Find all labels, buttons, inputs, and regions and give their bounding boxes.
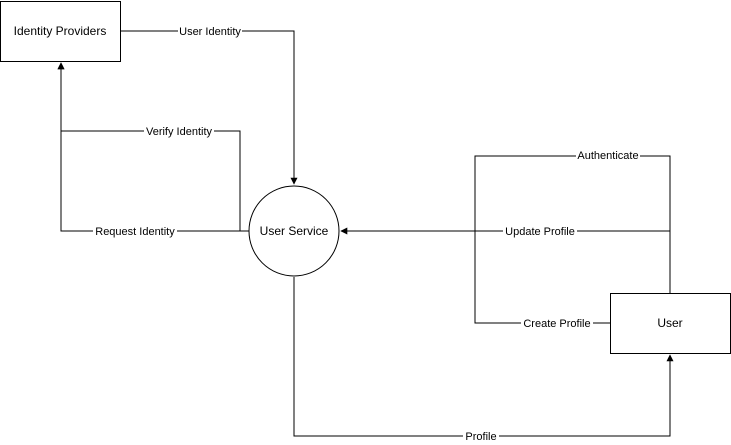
node-user-service-circle[interactable] — [248, 185, 340, 277]
edge-label-bg — [178, 24, 242, 38]
edge-label-update-profile: Update Profile — [505, 226, 575, 238]
edge-label-bg — [521, 316, 593, 330]
edge-update-profile-line — [340, 227, 671, 293]
edge-request-identity-line — [57, 62, 249, 232]
edge-authenticate: Authenticate — [474, 149, 671, 293]
edge-label-bg — [93, 224, 177, 238]
edge-authenticate-line — [474, 155, 671, 293]
edge-label-authenticate: Authenticate — [577, 150, 638, 162]
edge-user-identity: User Identity — [120, 24, 298, 185]
edge-profile: Profile — [293, 277, 674, 443]
edge-verify-identity-line — [57, 62, 241, 231]
edge-label-bg — [463, 429, 499, 443]
edge-label-profile: Profile — [465, 431, 496, 443]
edge-label-verify-identity: Verify Identity — [146, 126, 213, 138]
node-user-label: User — [657, 316, 682, 330]
edge-label-bg — [144, 124, 214, 138]
node-user-box[interactable] — [610, 293, 731, 354]
node-identity-providers-box[interactable] — [0, 1, 121, 62]
edge-label-bg — [503, 224, 577, 238]
edge-create-profile-line — [474, 231, 610, 324]
edge-label-create-profile: Create Profile — [523, 318, 590, 330]
edge-create-profile: Create Profile — [474, 231, 610, 330]
edge-request-identity: Request Identity — [57, 62, 249, 238]
edge-label-user-identity: User Identity — [179, 26, 241, 38]
node-identity-providers-label: Identity Providers — [14, 24, 107, 38]
edge-label-bg — [576, 149, 640, 163]
edge-user-identity-line — [120, 30, 298, 185]
node-identity-providers[interactable]: Identity Providers — [0, 1, 121, 62]
edge-label-request-identity: Request Identity — [95, 226, 175, 238]
edge-verify-identity: Verify Identity — [57, 62, 241, 231]
node-user-service[interactable]: User Service — [248, 185, 340, 277]
node-user-service-label: User Service — [260, 224, 329, 238]
edge-update-profile: Update Profile — [340, 224, 671, 293]
node-user[interactable]: User — [610, 293, 731, 354]
